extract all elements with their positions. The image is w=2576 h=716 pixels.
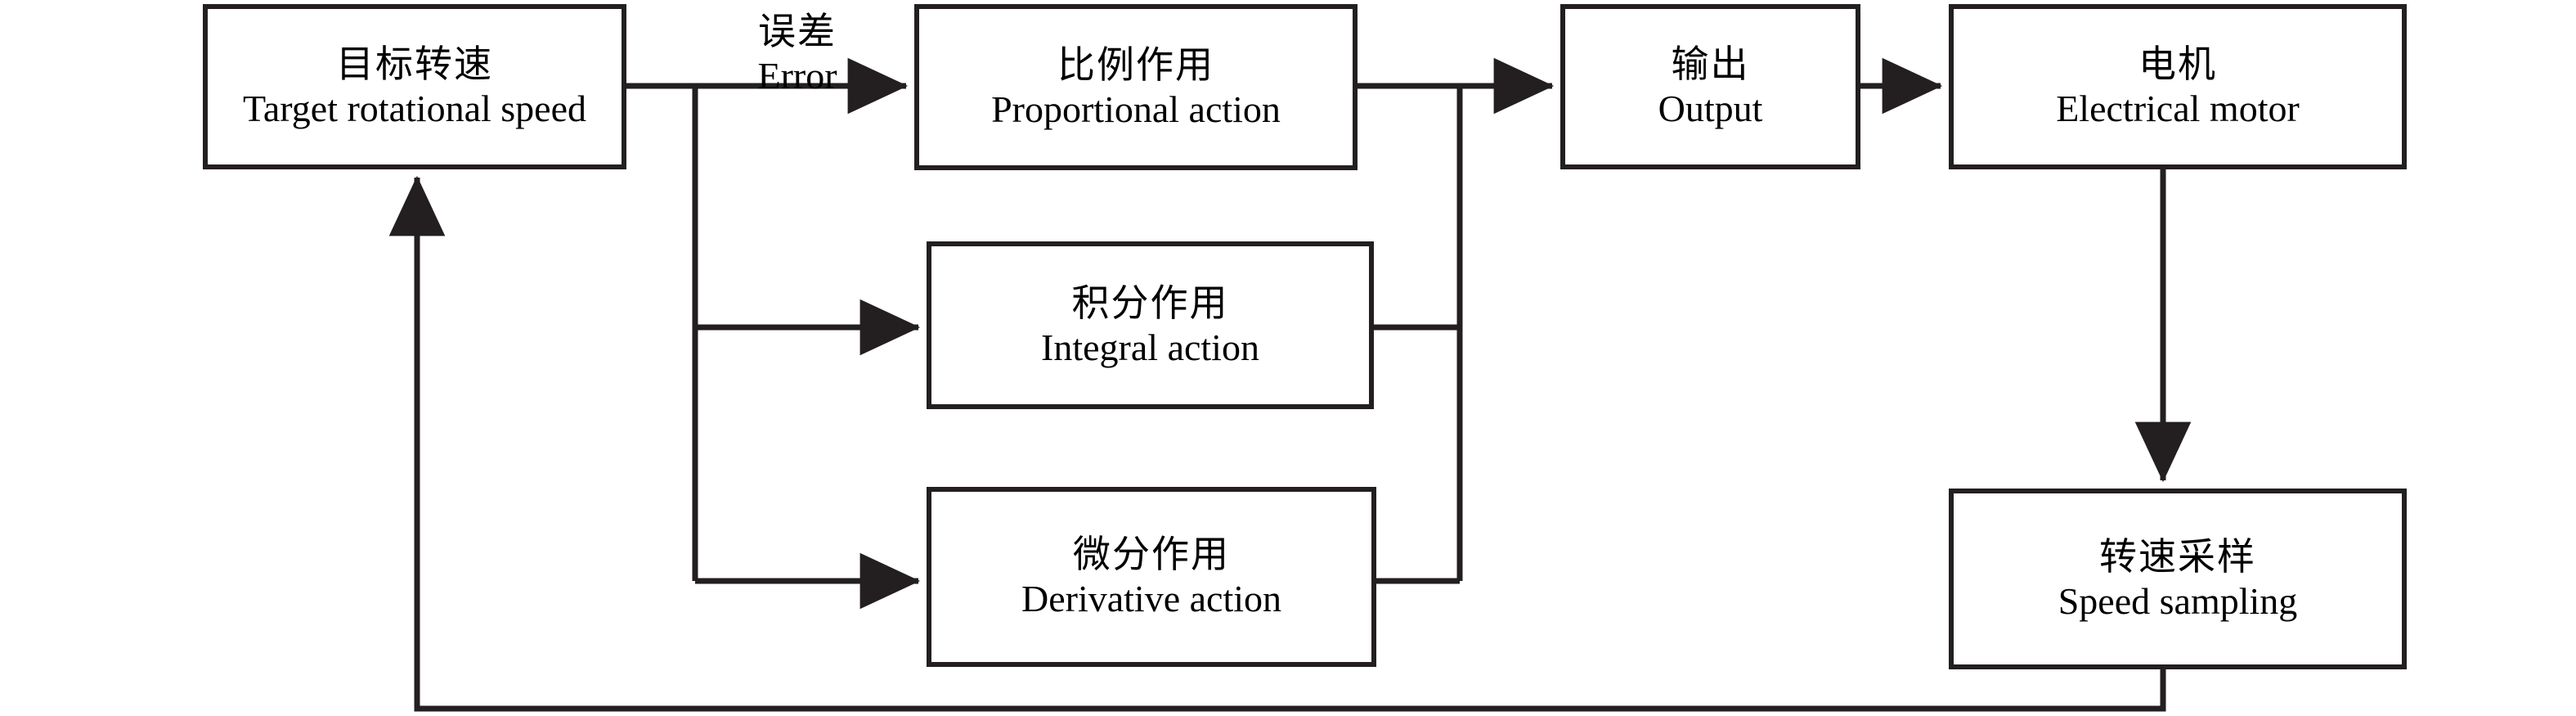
- edge-label-error: 误差 Error: [720, 11, 875, 96]
- node-sampling-label-en: Speed sampling: [2058, 579, 2298, 622]
- node-motor-label-cn: 电机: [2138, 43, 2217, 86]
- node-target-label-cn: 目标转速: [336, 43, 493, 86]
- node-target-label-en: Target rotational speed: [243, 88, 586, 129]
- node-target-rotational-speed[interactable]: 目标转速 Target rotational speed: [203, 4, 626, 169]
- node-proportional-action[interactable]: 比例作用 Proportional action: [914, 4, 1358, 170]
- node-output[interactable]: 输出 Output: [1560, 4, 1860, 169]
- node-integral-label-cn: 积分作用: [1071, 281, 1229, 324]
- node-integral-label-en: Integral action: [1041, 326, 1259, 368]
- node-speed-sampling[interactable]: 转速采样 Speed sampling: [1949, 489, 2407, 669]
- node-derivative-label-cn: 微分作用: [1073, 534, 1230, 576]
- node-output-label-en: Output: [1658, 88, 1763, 129]
- node-motor-label-en: Electrical motor: [2056, 88, 2300, 129]
- node-output-label-cn: 输出: [1671, 43, 1750, 86]
- node-derivative-action[interactable]: 微分作用 Derivative action: [927, 487, 1376, 667]
- node-derivative-label-en: Derivative action: [1021, 578, 1282, 619]
- node-electrical-motor[interactable]: 电机 Electrical motor: [1949, 4, 2407, 169]
- node-proportional-label-cn: 比例作用: [1057, 43, 1214, 86]
- node-proportional-label-en: Proportional action: [991, 88, 1281, 130]
- edge-label-error-cn: 误差: [758, 11, 837, 52]
- node-sampling-label-cn: 转速采样: [2099, 535, 2256, 578]
- node-integral-action[interactable]: 积分作用 Integral action: [927, 241, 1374, 409]
- edge-label-error-en: Error: [757, 54, 837, 97]
